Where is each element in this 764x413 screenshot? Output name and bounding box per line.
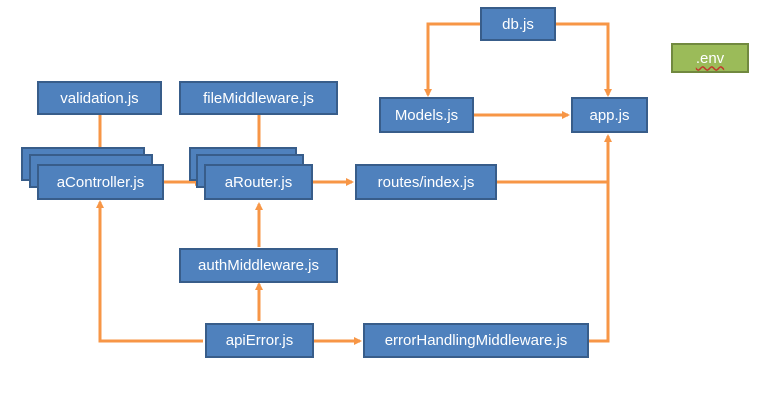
arrow-apierror-to-acontroller (96, 200, 203, 343)
node-file-middleware: fileMiddleware.js (179, 81, 338, 115)
arrow-errorhandling-to-app (589, 182, 610, 343)
node-env: .env (671, 43, 749, 73)
node-auth-middleware: authMiddleware.js (179, 248, 338, 283)
node-routes-index-label: routes/index.js (377, 173, 475, 191)
node-api-error-label: apiError.js (225, 332, 294, 349)
node-auth-middleware-label: authMiddleware.js (198, 257, 319, 274)
node-file-middleware-label: fileMiddleware.js (203, 89, 314, 107)
node-acontroller: aController.js (37, 164, 164, 200)
node-db: db.js (480, 7, 556, 41)
arrow-db-to-models (424, 22, 480, 97)
node-error-handling-middleware-label: errorHandlingMiddleware.js (384, 332, 568, 349)
node-models-label: Models.js (394, 106, 459, 124)
node-app-label: app.js (589, 106, 630, 124)
node-db-label: db.js (502, 15, 534, 33)
node-acontroller-label: aController.js (56, 173, 145, 191)
node-validation: validation.js (37, 81, 162, 115)
node-app: app.js (571, 97, 648, 133)
node-error-handling-middleware: errorHandlingMiddleware.js (363, 323, 589, 358)
node-routes-index: routes/index.js (355, 164, 497, 200)
node-validation-label: validation.js (60, 89, 139, 107)
arrow-routes-index-to-app (497, 134, 612, 184)
node-env-label: .env (695, 49, 725, 67)
node-arouter: aRouter.js (204, 164, 313, 200)
node-api-error: apiError.js (205, 323, 314, 358)
arrow-db-to-app (556, 22, 612, 97)
node-models: Models.js (379, 97, 474, 133)
node-arouter-label: aRouter.js (224, 173, 293, 191)
